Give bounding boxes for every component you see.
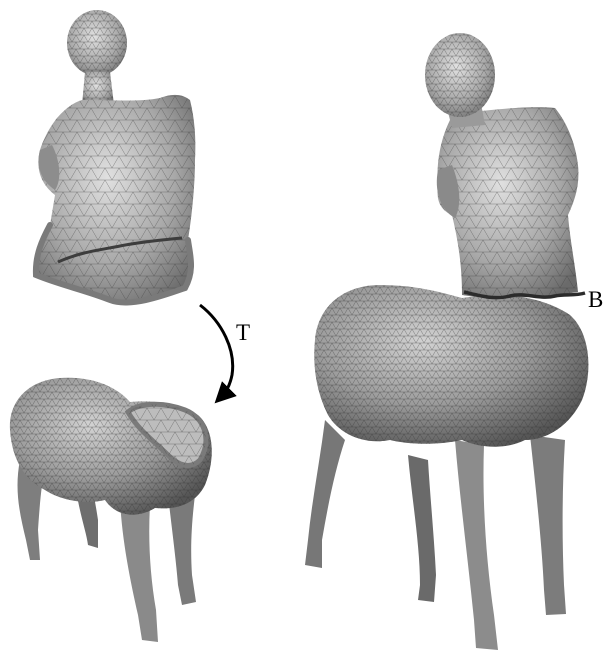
transform-arrow: T [200, 305, 250, 396]
centaur-mesh: B [305, 33, 603, 650]
horse-body-mesh [10, 378, 212, 642]
boundary-label: B [588, 287, 603, 312]
transform-label: T [236, 320, 250, 345]
venus-torso-mesh [36, 10, 195, 303]
